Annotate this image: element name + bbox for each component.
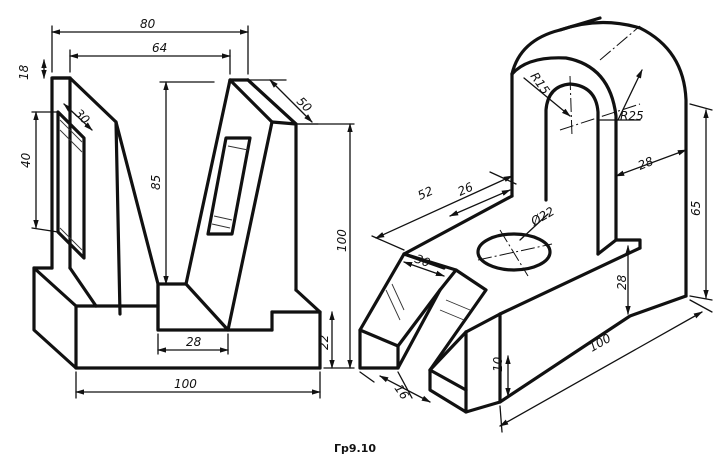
figure-caption: Гр9.10 xyxy=(334,442,376,455)
dim-left-28: 28 xyxy=(186,335,202,349)
dim-left-64: 64 xyxy=(152,41,167,55)
dim-left-30: 30 xyxy=(72,106,93,127)
right-part-outline xyxy=(358,16,688,414)
dim-left-100-vertical: 100 xyxy=(335,229,349,252)
dim-left-22: 22 xyxy=(317,335,331,350)
dim-right-r25: R25 xyxy=(620,109,644,123)
dim-right-65: 65 xyxy=(689,201,703,216)
right-dimension-lines xyxy=(359,69,713,433)
dim-left-50: 50 xyxy=(294,94,315,115)
left-dimension-lines xyxy=(31,25,355,399)
dim-right-26: 26 xyxy=(456,180,476,199)
dim-right-28-base: 28 xyxy=(615,274,629,290)
dim-left-100-horizontal: 100 xyxy=(174,377,197,391)
dim-right-52: 52 xyxy=(416,184,436,203)
dim-right-28-upright: 28 xyxy=(636,154,656,173)
right-lug-hatching xyxy=(385,283,471,321)
dim-left-40: 40 xyxy=(19,152,33,168)
dim-right-10: 10 xyxy=(491,356,505,372)
dim-right-16: 16 xyxy=(392,382,412,403)
dim-left-85: 85 xyxy=(149,175,163,190)
dim-right-30: 30 xyxy=(413,252,432,271)
dim-left-80: 80 xyxy=(140,17,156,31)
dim-left-18: 18 xyxy=(17,64,31,80)
left-part-outline xyxy=(32,76,322,370)
dim-right-100: 100 xyxy=(587,331,614,355)
dim-right-d22: Ø22 xyxy=(528,204,557,229)
